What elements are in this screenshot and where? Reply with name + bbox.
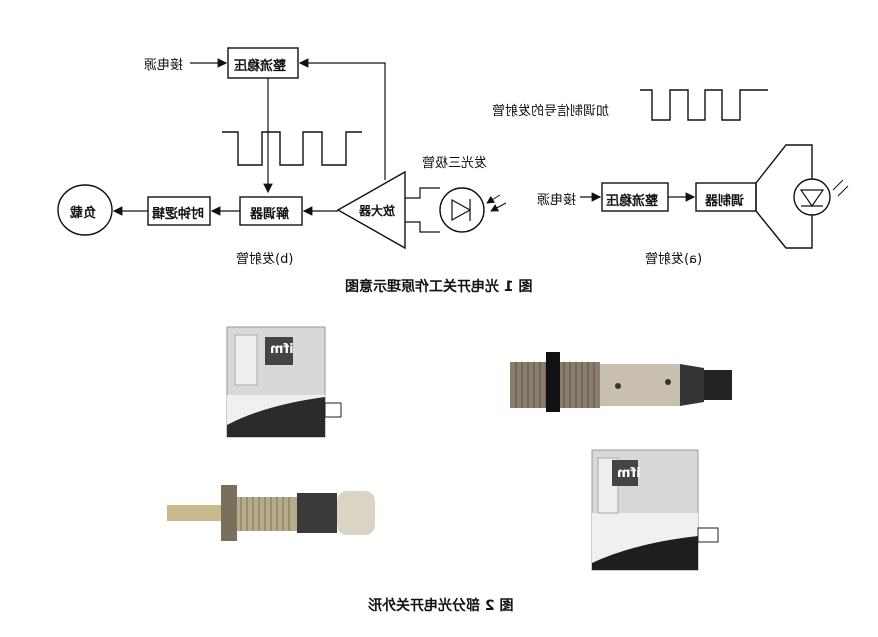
rectifier-label-a: 整流稳压 — [606, 194, 659, 209]
figure1-caption: 图 1 光电开关工作原理示意图 — [345, 279, 533, 295]
ifm-logo-text-2: ifm — [617, 466, 641, 481]
ifm-logo-text-1: ifm — [270, 342, 294, 357]
modulated-signal-label: 加调制信号的发射管 — [492, 104, 610, 119]
pulse-waveform-a — [640, 89, 768, 121]
cylinder-sensor-photo — [510, 352, 732, 412]
modulator-label: 调制器 — [705, 194, 745, 209]
timing-logic-label: 时钟逻辑 — [152, 207, 205, 222]
rectifier-box-b — [227, 47, 299, 79]
power-in-label-a: 接电源 — [537, 193, 577, 208]
pulse-waveform-b — [222, 131, 362, 166]
power-in-label-b: 接电源 — [144, 58, 184, 73]
led-emitter-a — [793, 178, 831, 216]
emitter-diode-label: 发光三极管 — [422, 156, 488, 171]
emitter-housing — [755, 144, 813, 249]
figure2-caption: 图 2 部分光电开关外形 — [368, 598, 514, 614]
figure1-diagram — [57, 47, 849, 250]
demodulator-box — [239, 196, 303, 226]
amplifier-triangle — [336, 170, 406, 250]
square-sensor-photo-2 — [591, 449, 719, 571]
rectifier-box-a — [601, 182, 669, 212]
demodulator-label: 解调器 — [250, 207, 290, 222]
load-circle — [57, 184, 113, 236]
barrel-sensor-photo — [167, 485, 375, 541]
square-sensor-photo-1 — [226, 326, 342, 438]
rectifier-label-b: 整流稳压 — [234, 59, 287, 74]
amplifier-label: 放大器 — [359, 204, 396, 218]
load-label: 负载 — [70, 206, 97, 221]
panel-b-label: (b)发射管 — [236, 252, 294, 267]
panel-a-label: (a)发射管 — [645, 252, 703, 267]
photo-diode-b — [439, 187, 485, 233]
